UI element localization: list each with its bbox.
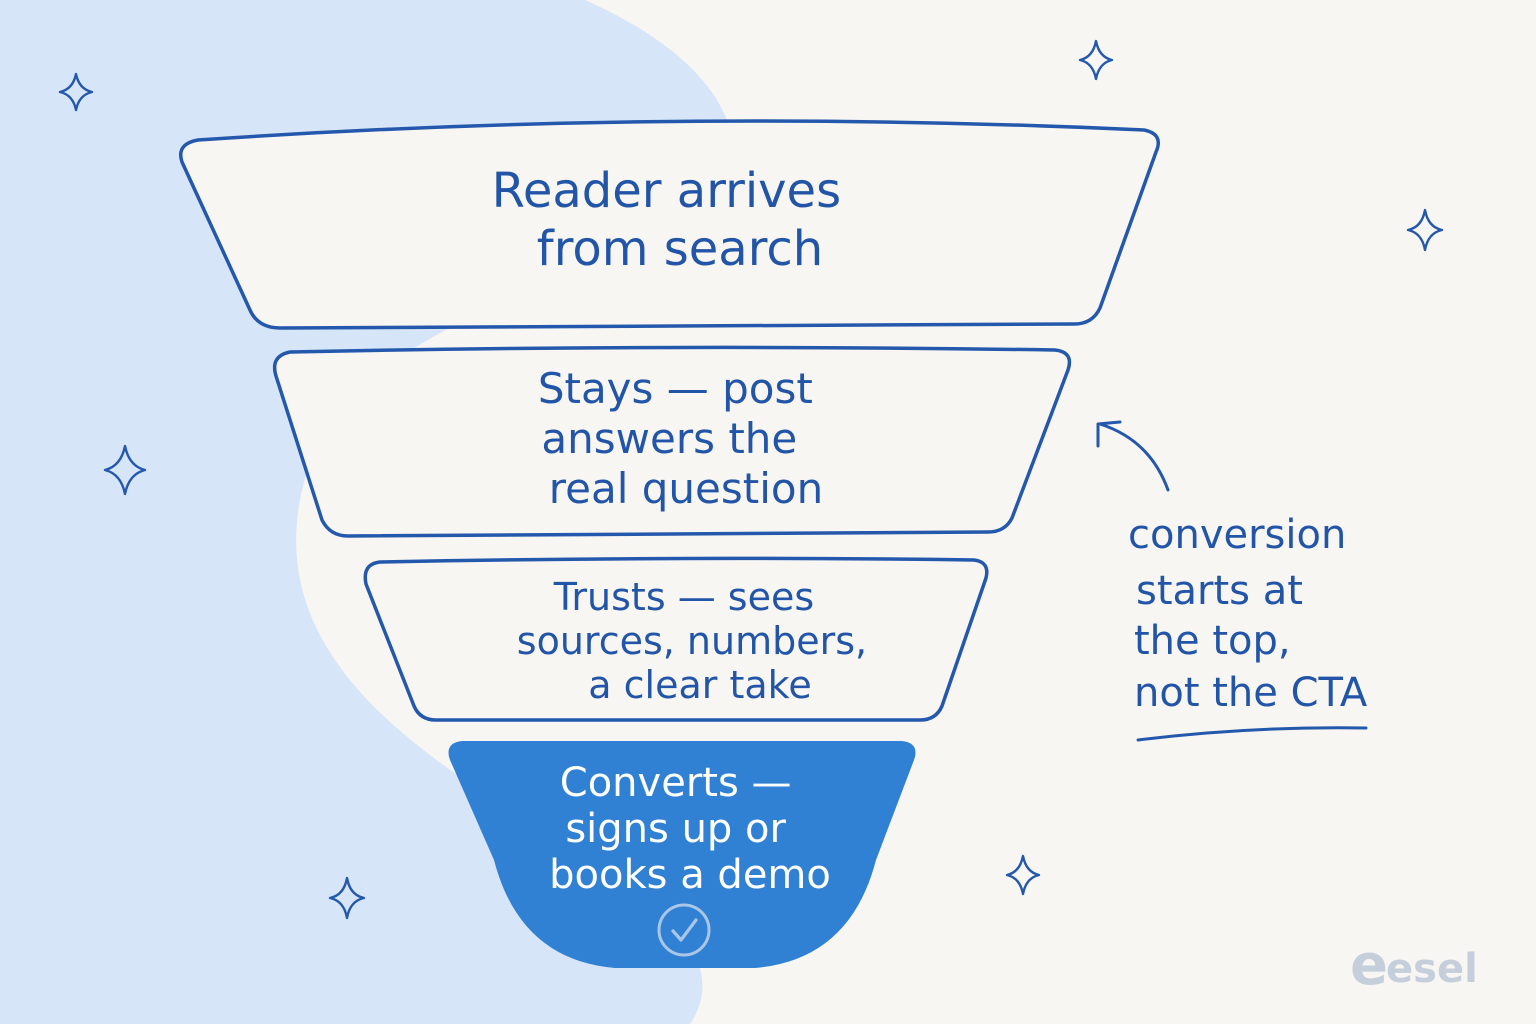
annotation-note: conversion starts at the top, not the CT…: [1128, 512, 1368, 716]
curved-arrow-icon: [1096, 420, 1170, 492]
sparkle-icon: [1406, 208, 1444, 252]
funnel-stage-1-label: Reader arrives from search: [492, 163, 857, 277]
sparkle-icon: [1005, 854, 1041, 896]
brand-logo: e esel: [1350, 933, 1478, 998]
sparkle-icon: [103, 444, 147, 496]
sparkle-icon: [1078, 39, 1114, 81]
funnel-stage-2-label: Stays — post answers the real question: [538, 364, 826, 513]
funnel-stage-3-shape: [363, 556, 989, 722]
funnel-stage-3-label: Trusts — sees sources, numbers, a clear …: [517, 575, 879, 707]
funnel-stage-4-shape: [448, 741, 916, 968]
sparkle-icon: [328, 876, 366, 920]
logo-text: esel: [1386, 946, 1478, 992]
funnel-stage-1-shape: [179, 119, 1160, 330]
logo-mark: e: [1350, 933, 1388, 998]
sparkle-icon: [58, 72, 94, 112]
annotation-underline: [1136, 726, 1368, 742]
check-circle-icon: [657, 903, 711, 957]
funnel-stage-2-shape: [272, 345, 1072, 538]
funnel-stage-4-label: Converts — signs up or books a demo: [549, 760, 831, 898]
